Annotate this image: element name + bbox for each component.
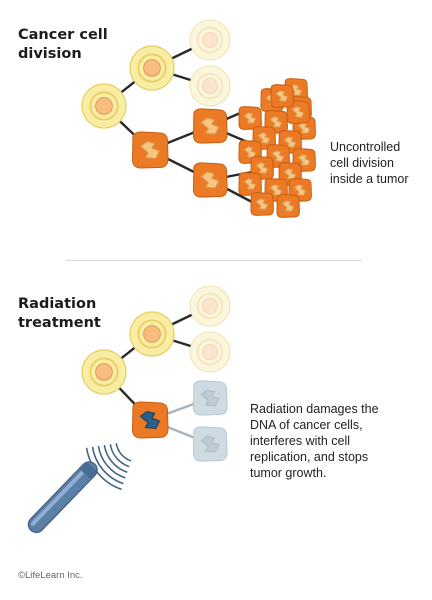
dead-cell <box>192 426 228 462</box>
tumor-cell <box>270 84 294 108</box>
cancer-cell <box>192 162 228 198</box>
healthy-cell <box>129 45 175 91</box>
radiation-wave <box>109 444 130 468</box>
dead-cell <box>192 380 228 416</box>
faded-cell <box>189 65 231 107</box>
radiation-wave <box>103 444 128 473</box>
tumor-cell <box>250 192 274 216</box>
division-title-line-2: division <box>18 46 82 62</box>
radiation-title-line-1: Radiation <box>18 296 97 312</box>
tumor-cell <box>238 106 262 130</box>
tumor-cell <box>276 194 300 218</box>
radiation-caption-line-3: interferes with cell <box>250 434 351 448</box>
radiation-title-line-2: treatment <box>18 315 101 331</box>
radiation-probe <box>27 461 98 534</box>
cancer-cell <box>192 108 228 144</box>
division-caption-line-1: Uncontrolled <box>330 140 401 154</box>
radiation-caption-line-2: DNA of cancer cells, <box>250 418 363 432</box>
radiation-caption-line-5: tumor growth. <box>250 466 327 480</box>
division-caption: Uncontrolled cell division inside a tumo… <box>330 139 409 187</box>
faded-cell <box>189 19 231 61</box>
cancer-cell <box>132 131 169 169</box>
division-title-line-1: Cancer cell <box>18 27 108 43</box>
radiation-caption-line-4: replication, and stops <box>250 450 369 464</box>
radiation-waves <box>85 443 132 491</box>
radiation-wave <box>115 443 132 462</box>
radiation-wave <box>85 447 122 491</box>
copyright-credit: ©LifeLearn Inc. <box>18 570 83 581</box>
radiation-caption: Radiation damages the DNA of cancer cell… <box>250 401 379 481</box>
division-caption-line-3: inside a tumor <box>330 172 409 186</box>
division-title: Cancer cell division <box>18 26 108 64</box>
healthy-cell <box>129 311 175 357</box>
division-caption-line-2: cell division <box>330 156 394 170</box>
damaged-cancer-cell <box>132 401 169 439</box>
radiation-title: Radiation treatment <box>18 295 101 333</box>
healthy-cell <box>81 83 127 129</box>
radiation-caption-line-1: Radiation damages the <box>250 402 379 416</box>
radiation-wave <box>91 446 124 485</box>
healthy-cell <box>81 349 127 395</box>
panel-divider <box>66 260 362 261</box>
tumor-cell <box>238 172 262 196</box>
faded-cell <box>189 331 231 373</box>
faded-cell <box>189 285 231 327</box>
radiation-wave <box>97 445 126 479</box>
